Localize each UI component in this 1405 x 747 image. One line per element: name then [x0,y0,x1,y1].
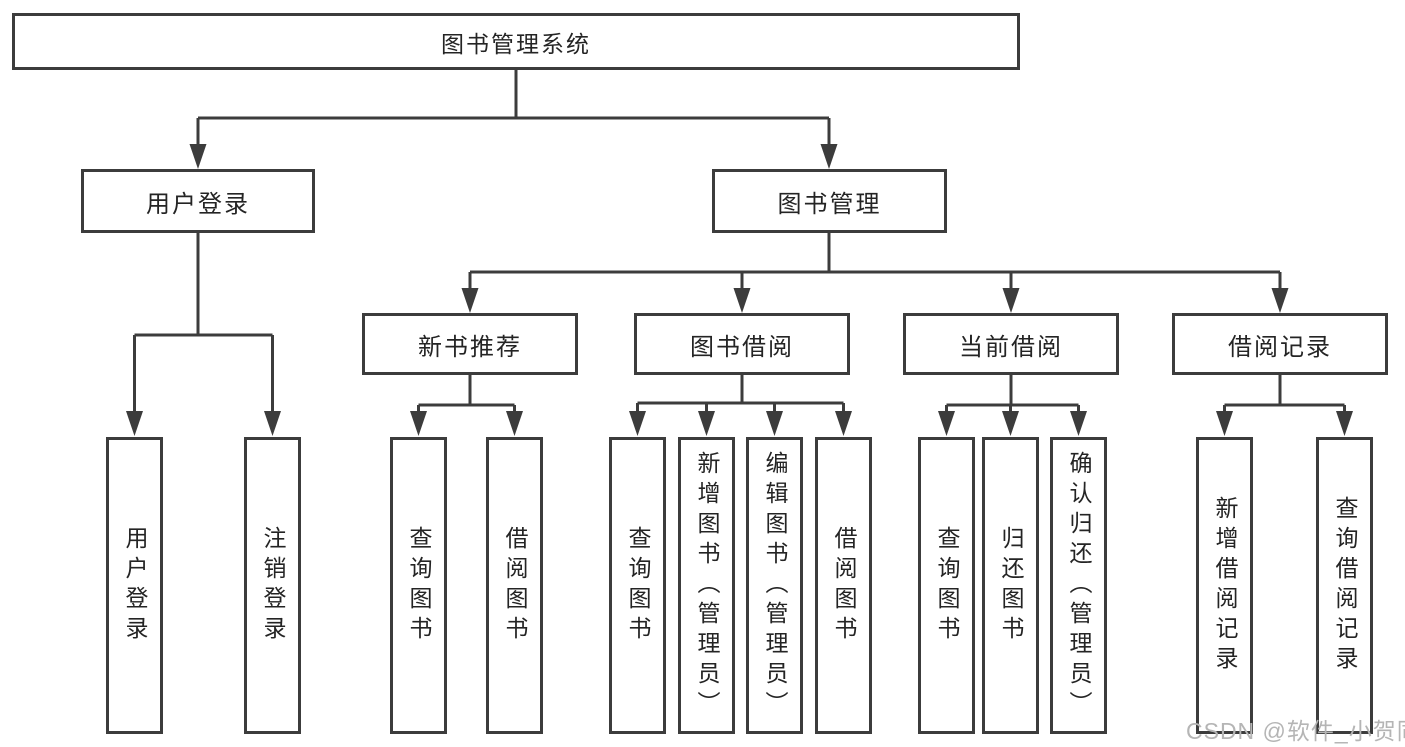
node-label: 当前借阅 [959,333,1063,361]
node-leaf-query-books-1: 查询图书 [390,437,447,734]
node-label: 用户登录 [146,190,250,218]
node-leaf-query-books-3: 查询图书 [918,437,975,734]
node-leaf-add-borrow-record: 新增借阅记录 [1196,437,1253,734]
node-leaf-query-borrow-record: 查询借阅记录 [1316,437,1373,734]
node-label: 编辑图书（管理员） [762,450,788,721]
node-label: 用户登录 [122,525,148,646]
node-user-login: 用户登录 [81,169,315,233]
node-leaf-add-books-admin: 新增图书（管理员） [678,437,735,734]
node-label: 借阅图书 [831,525,857,646]
node-leaf-borrow-books-1: 借阅图书 [486,437,543,734]
node-label: 确认归还（管理员） [1066,450,1092,721]
node-book-management: 图书管理 [712,169,947,233]
node-label: 查询图书 [625,525,651,646]
node-label: 查询借阅记录 [1332,495,1358,676]
connector-segments [133,69,1346,414]
node-borrowing-records: 借阅记录 [1172,313,1388,375]
node-label: 注销登录 [260,525,286,646]
node-leaf-borrow-books-2: 借阅图书 [815,437,872,734]
node-leaf-logout: 注销登录 [244,437,301,734]
node-leaf-query-books-2: 查询图书 [609,437,666,734]
node-label: 借阅记录 [1228,333,1332,361]
node-label: 新增图书（管理员） [694,450,720,721]
node-label: 查询图书 [934,525,960,646]
csdn-watermark: CSDN @软件_小贺同学 [1186,718,1405,744]
node-leaf-user-login: 用户登录 [106,437,163,734]
node-leaf-confirm-return-admin: 确认归还（管理员） [1050,437,1107,734]
arrowheads [126,144,1353,436]
node-label: 新书推荐 [418,333,522,361]
node-label: 借阅图书 [502,525,528,646]
node-library-management-system: 图书管理系统 [12,13,1020,70]
node-new-book-recommendation: 新书推荐 [362,313,578,375]
node-label: 归还图书 [998,525,1024,646]
node-label: 图书借阅 [690,333,794,361]
node-label: 新增借阅记录 [1212,495,1238,676]
node-label: 图书管理 [777,190,882,218]
node-current-borrowing: 当前借阅 [903,313,1119,375]
node-label: 查询图书 [406,525,432,646]
node-leaf-return-books: 归还图书 [982,437,1039,734]
node-book-borrowing: 图书借阅 [634,313,850,375]
node-label: 图书管理系统 [441,30,591,57]
node-leaf-edit-books-admin: 编辑图书（管理员） [746,437,803,734]
